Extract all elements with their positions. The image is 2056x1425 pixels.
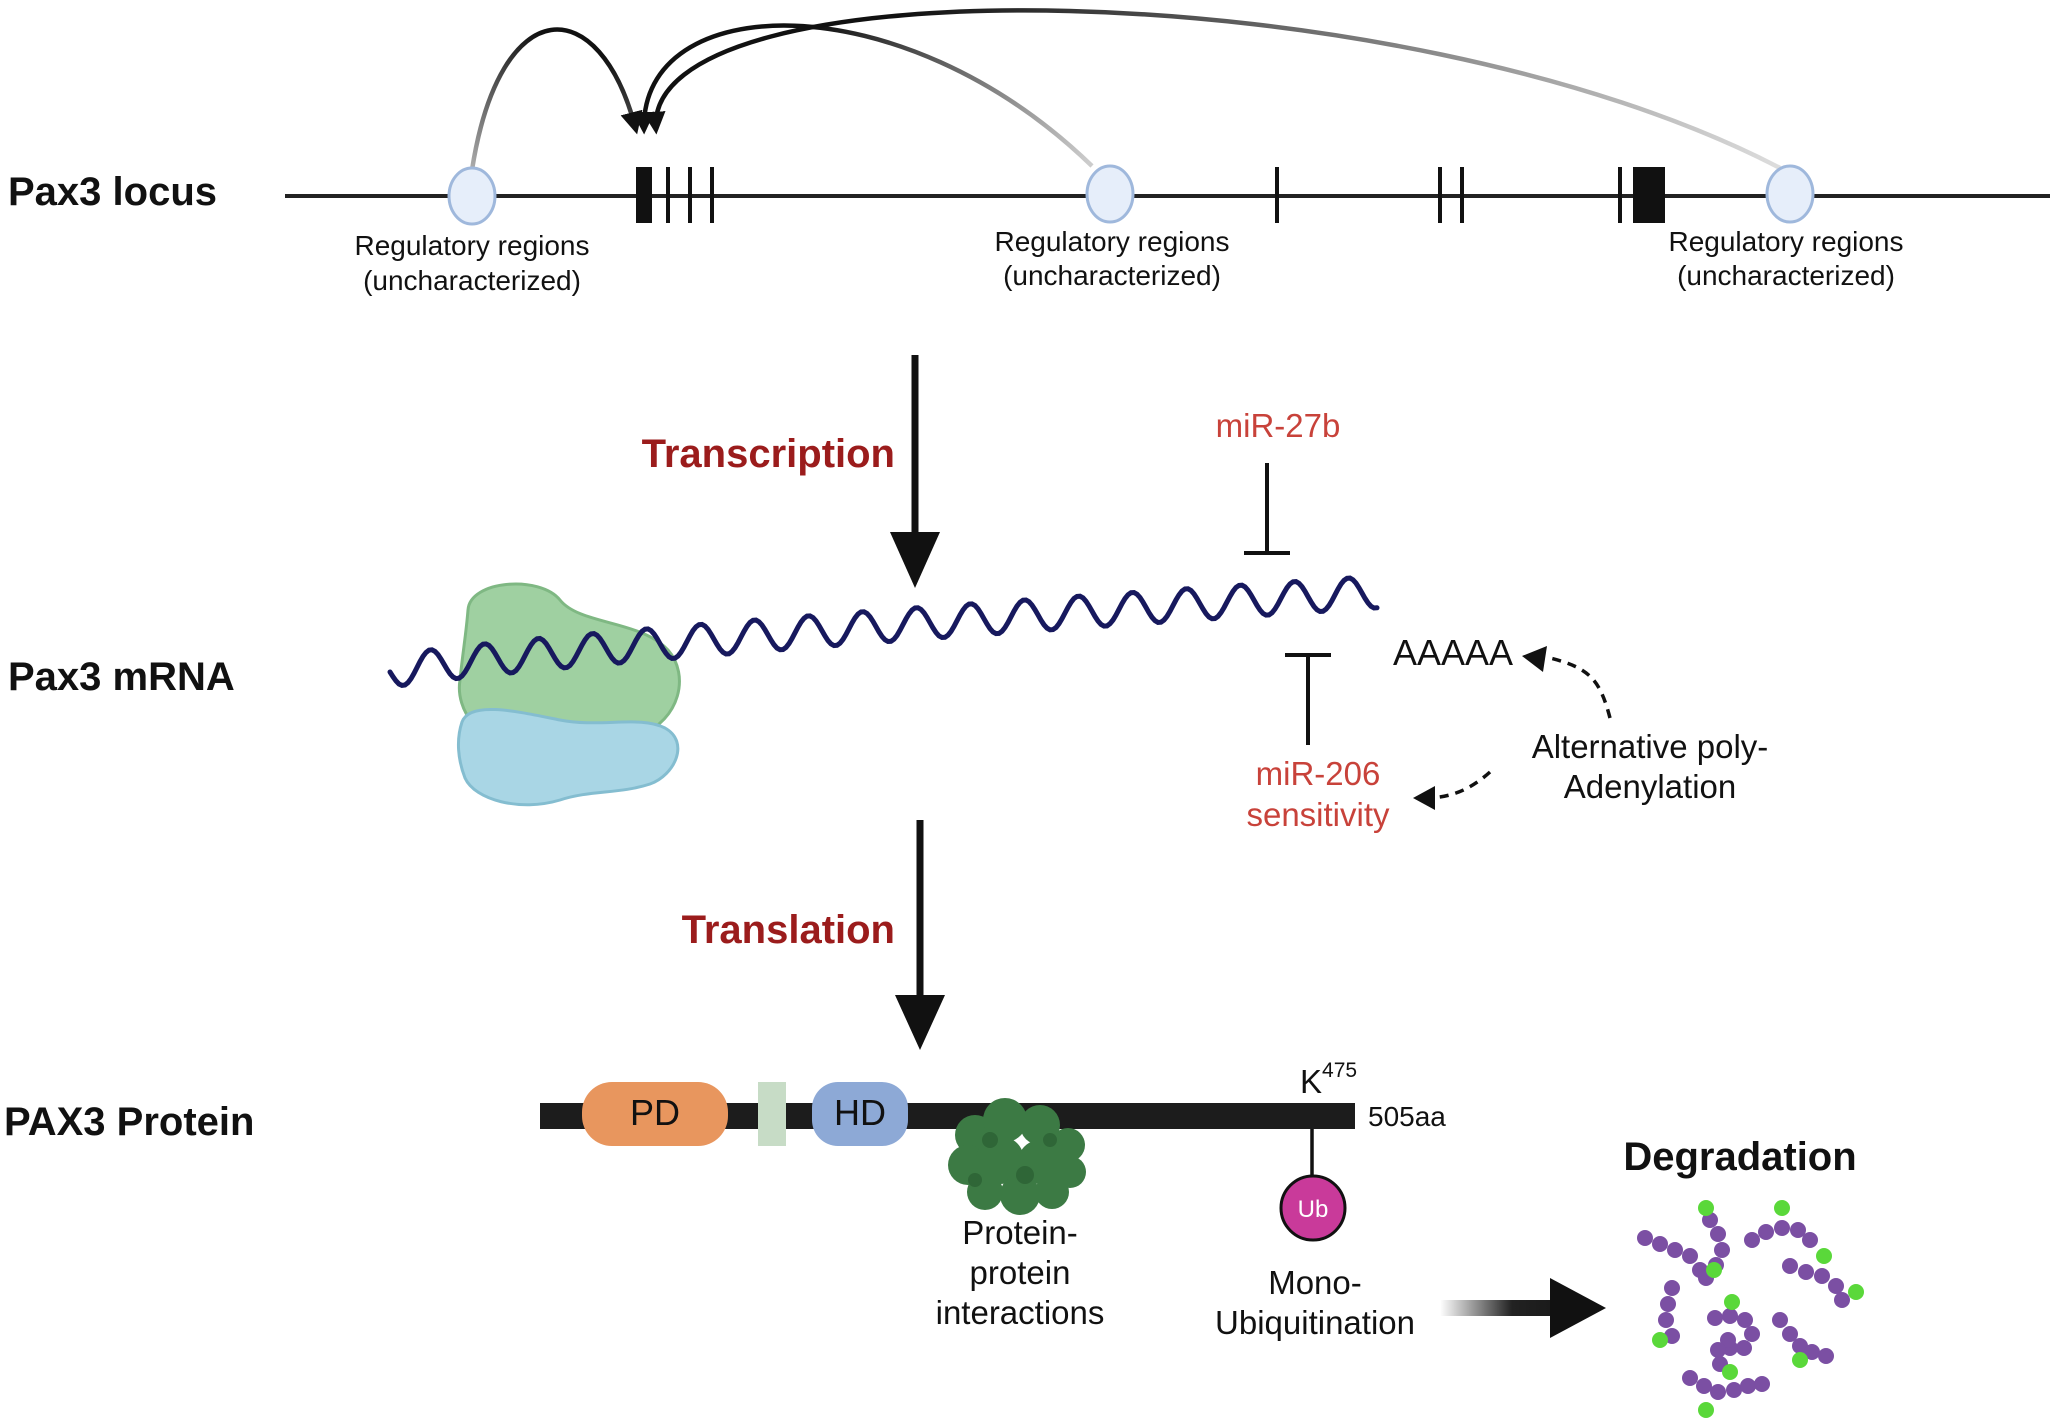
ubiquitin-bead	[1698, 1200, 1714, 1216]
translation-label: Translation	[682, 908, 895, 952]
peptide-bead	[1667, 1242, 1683, 1258]
apa-label-line2: Adenylation	[1564, 768, 1736, 805]
ubiquitin-label: Ub	[1298, 1196, 1329, 1223]
peptide-bead	[1714, 1242, 1730, 1258]
ubiquitin-bead	[1774, 1200, 1790, 1216]
interacting-protein-blob	[948, 1098, 1086, 1215]
regulatory-region-1-line1: Regulatory regions	[354, 230, 589, 261]
lysine-position: 475	[1322, 1059, 1357, 1082]
regulatory-region-1-line2: (uncharacterized)	[363, 265, 581, 296]
mrna-label: Pax3 mRNA	[8, 655, 235, 699]
peptide-bead	[1834, 1292, 1850, 1308]
peptide-bead	[1652, 1236, 1668, 1252]
exon-marks	[636, 167, 1665, 223]
peptide-bead	[1790, 1222, 1806, 1238]
peptide-bead	[1720, 1332, 1736, 1348]
regulatory-region-markers	[447, 164, 1815, 226]
peptide-bead	[1710, 1342, 1726, 1358]
peptide-bead	[1744, 1326, 1760, 1342]
translation-arrow	[895, 820, 945, 1050]
apa-arrowhead-mir206	[1413, 786, 1435, 810]
peptide-bead	[1754, 1376, 1770, 1392]
peptide-bead	[1802, 1232, 1818, 1248]
regulatory-loop-arrows	[469, 8, 1782, 171]
peptide-bead	[1696, 1378, 1712, 1394]
homeodomain	[812, 1082, 908, 1146]
ubiquitin-bead	[1816, 1248, 1832, 1264]
peptide-bead	[1637, 1230, 1653, 1246]
peptide-bead	[1782, 1326, 1798, 1342]
mir-27b-label: miR-27b	[1216, 407, 1341, 444]
mir-206-inhibition	[1285, 653, 1331, 745]
ubiquitin-bead	[1706, 1262, 1722, 1278]
ubiquitin-bead	[1652, 1332, 1668, 1348]
regulatory-region-2-line1: Regulatory regions	[994, 226, 1229, 257]
peptide-bead	[1818, 1348, 1834, 1364]
polya-tail: AAAAA	[1393, 632, 1513, 673]
mono-ub-label-line1: Mono-	[1268, 1264, 1362, 1301]
protein-label: PAX3 Protein	[4, 1100, 254, 1144]
peptide-bead	[1707, 1310, 1723, 1326]
peptide-bead	[1828, 1278, 1844, 1294]
ubiquitin-icon	[1279, 1174, 1347, 1242]
paired-domain-label: PD	[630, 1092, 680, 1133]
peptide-bead	[1722, 1308, 1738, 1324]
regulatory-region-3-line2: (uncharacterized)	[1677, 260, 1895, 291]
paired-domain	[582, 1082, 728, 1146]
peptide-bead	[1660, 1296, 1676, 1312]
ribosome	[456, 582, 681, 807]
ubiquitin-bead	[1698, 1402, 1714, 1418]
mir-206-label-line2: sensitivity	[1246, 796, 1390, 833]
peptide-bead	[1664, 1280, 1680, 1296]
peptide-bead	[1792, 1338, 1808, 1354]
degradation-arrow	[1440, 1278, 1606, 1338]
regulatory-region-3-line1: Regulatory regions	[1668, 226, 1903, 257]
peptide-bead	[1782, 1258, 1798, 1274]
peptide-bead	[1798, 1264, 1814, 1280]
peptide-bead	[1682, 1248, 1698, 1264]
peptide-bead	[1744, 1232, 1760, 1248]
peptide-bead	[1737, 1312, 1753, 1328]
ubiquitin-bead	[1722, 1364, 1738, 1380]
ppi-label-line3: interactions	[936, 1294, 1105, 1331]
mir-27b-inhibition	[1244, 463, 1290, 555]
lysine-residue-label: K475	[1300, 1059, 1357, 1100]
homeodomain-label: HD	[834, 1092, 886, 1133]
mrna-strand	[387, 575, 1380, 688]
peptide-bead	[1710, 1226, 1726, 1242]
peptide-bead	[1740, 1378, 1756, 1394]
ubiquitin-bead	[1724, 1294, 1740, 1310]
peptide-bead	[1772, 1312, 1788, 1328]
transcription-label: Transcription	[642, 432, 895, 476]
octapeptide-linker	[758, 1082, 786, 1146]
ppi-label-line2: protein	[970, 1254, 1071, 1291]
peptide-bead	[1804, 1344, 1820, 1360]
ubiquitin-bead	[1848, 1284, 1864, 1300]
apa-label-line1: Alternative poly-	[1532, 728, 1769, 765]
ppi-label-line1: Protein-	[962, 1214, 1078, 1251]
degraded-peptide-fragments	[1637, 1200, 1864, 1418]
peptide-bead	[1726, 1382, 1742, 1398]
mono-ub-label-line2: Ubiquitination	[1215, 1304, 1415, 1341]
peptide-bead	[1814, 1268, 1830, 1284]
locus-label: Pax3 locus	[8, 170, 217, 214]
transcription-arrow	[890, 355, 940, 588]
protein-length-label: 505aa	[1368, 1101, 1446, 1132]
peptide-bead	[1736, 1340, 1752, 1356]
peptide-bead	[1710, 1384, 1726, 1400]
lysine-letter: K	[1300, 1063, 1322, 1100]
ubiquitin-bead	[1792, 1352, 1808, 1368]
peptide-bead	[1658, 1312, 1674, 1328]
regulatory-region-2-line2: (uncharacterized)	[1003, 260, 1221, 291]
apa-arrowhead-polya	[1522, 646, 1547, 672]
peptide-bead	[1758, 1224, 1774, 1240]
degradation-label: Degradation	[1623, 1135, 1856, 1179]
peptide-bead	[1774, 1220, 1790, 1236]
mir-206-label-line1: miR-206	[1256, 755, 1381, 792]
peptide-bead	[1682, 1370, 1698, 1386]
